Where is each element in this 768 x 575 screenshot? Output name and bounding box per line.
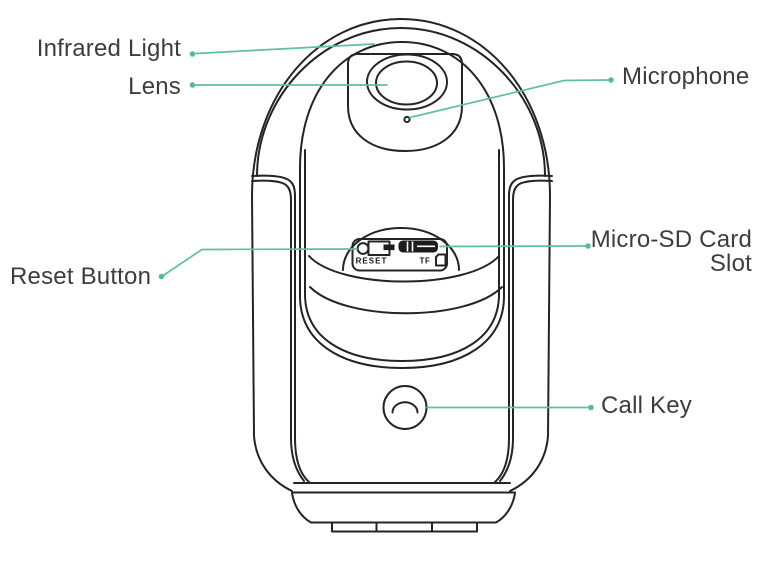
camera-body-outline: [251, 18, 551, 492]
callout-label-infrared-light: Infrared Light: [36, 35, 181, 62]
sd-card-contact: [383, 244, 395, 251]
base-feet: [331, 522, 478, 533]
leader-microphone: [409, 79, 609, 119]
sd-card-slot-highlights: [406, 241, 435, 252]
head-cavity-outer: [299, 41, 505, 369]
leader-dot-infrared-light: [189, 51, 196, 57]
callout-label-call-key: Call Key: [601, 392, 692, 419]
leader-dot-call-key: [588, 404, 594, 411]
pedestal-top-rim: [342, 227, 460, 271]
leader-dot-micro-sd: [585, 243, 591, 249]
tf-card-icon: [435, 253, 447, 267]
head-cavity-inner: [304, 149, 500, 362]
leader-dot-lens: [189, 82, 196, 88]
camera-head: [347, 53, 463, 152]
camera-line-art: RESET TF: [251, 18, 553, 533]
callout-label-micro-sd-line2: Slot: [709, 250, 752, 277]
callout-leaders: [158, 43, 614, 411]
lens-outer-ring: [366, 53, 448, 111]
left-side-seam-inner: [251, 179, 305, 482]
port-panel: [351, 238, 448, 272]
call-key-button: [382, 385, 428, 430]
base-block: [291, 492, 516, 524]
right-side-seam-outer: [494, 174, 553, 483]
leader-reset-button: [163, 248, 358, 276]
callout-label-reset-button: Reset Button: [10, 263, 152, 290]
pedestal-band-1: [308, 255, 500, 283]
tf-marking: TF: [420, 257, 431, 266]
lens-inner-ring: [375, 60, 438, 106]
reset-button: [356, 242, 370, 255]
left-side-seam-outer: [251, 174, 310, 483]
callout-label-micro-sd-line1: Micro-SD Card: [590, 226, 752, 253]
camera-body-inner-arch: [256, 27, 546, 177]
leader-dot-reset-button: [158, 273, 165, 280]
microphone-hole: [403, 115, 411, 124]
leader-micro-sd: [439, 245, 586, 248]
callout-label-lens: Lens: [128, 73, 181, 100]
leader-dot-microphone: [608, 77, 614, 83]
leader-infrared-light: [195, 43, 375, 55]
callout-label-microphone: Microphone: [622, 63, 750, 90]
pedestal-band-2: [309, 286, 503, 315]
callout-label-micro-sd: Micro-SD Card Slot: [591, 228, 752, 276]
right-side-seam-inner: [499, 179, 553, 482]
reset-marking: RESET: [356, 257, 388, 266]
call-key-handset-icon: [391, 401, 419, 414]
